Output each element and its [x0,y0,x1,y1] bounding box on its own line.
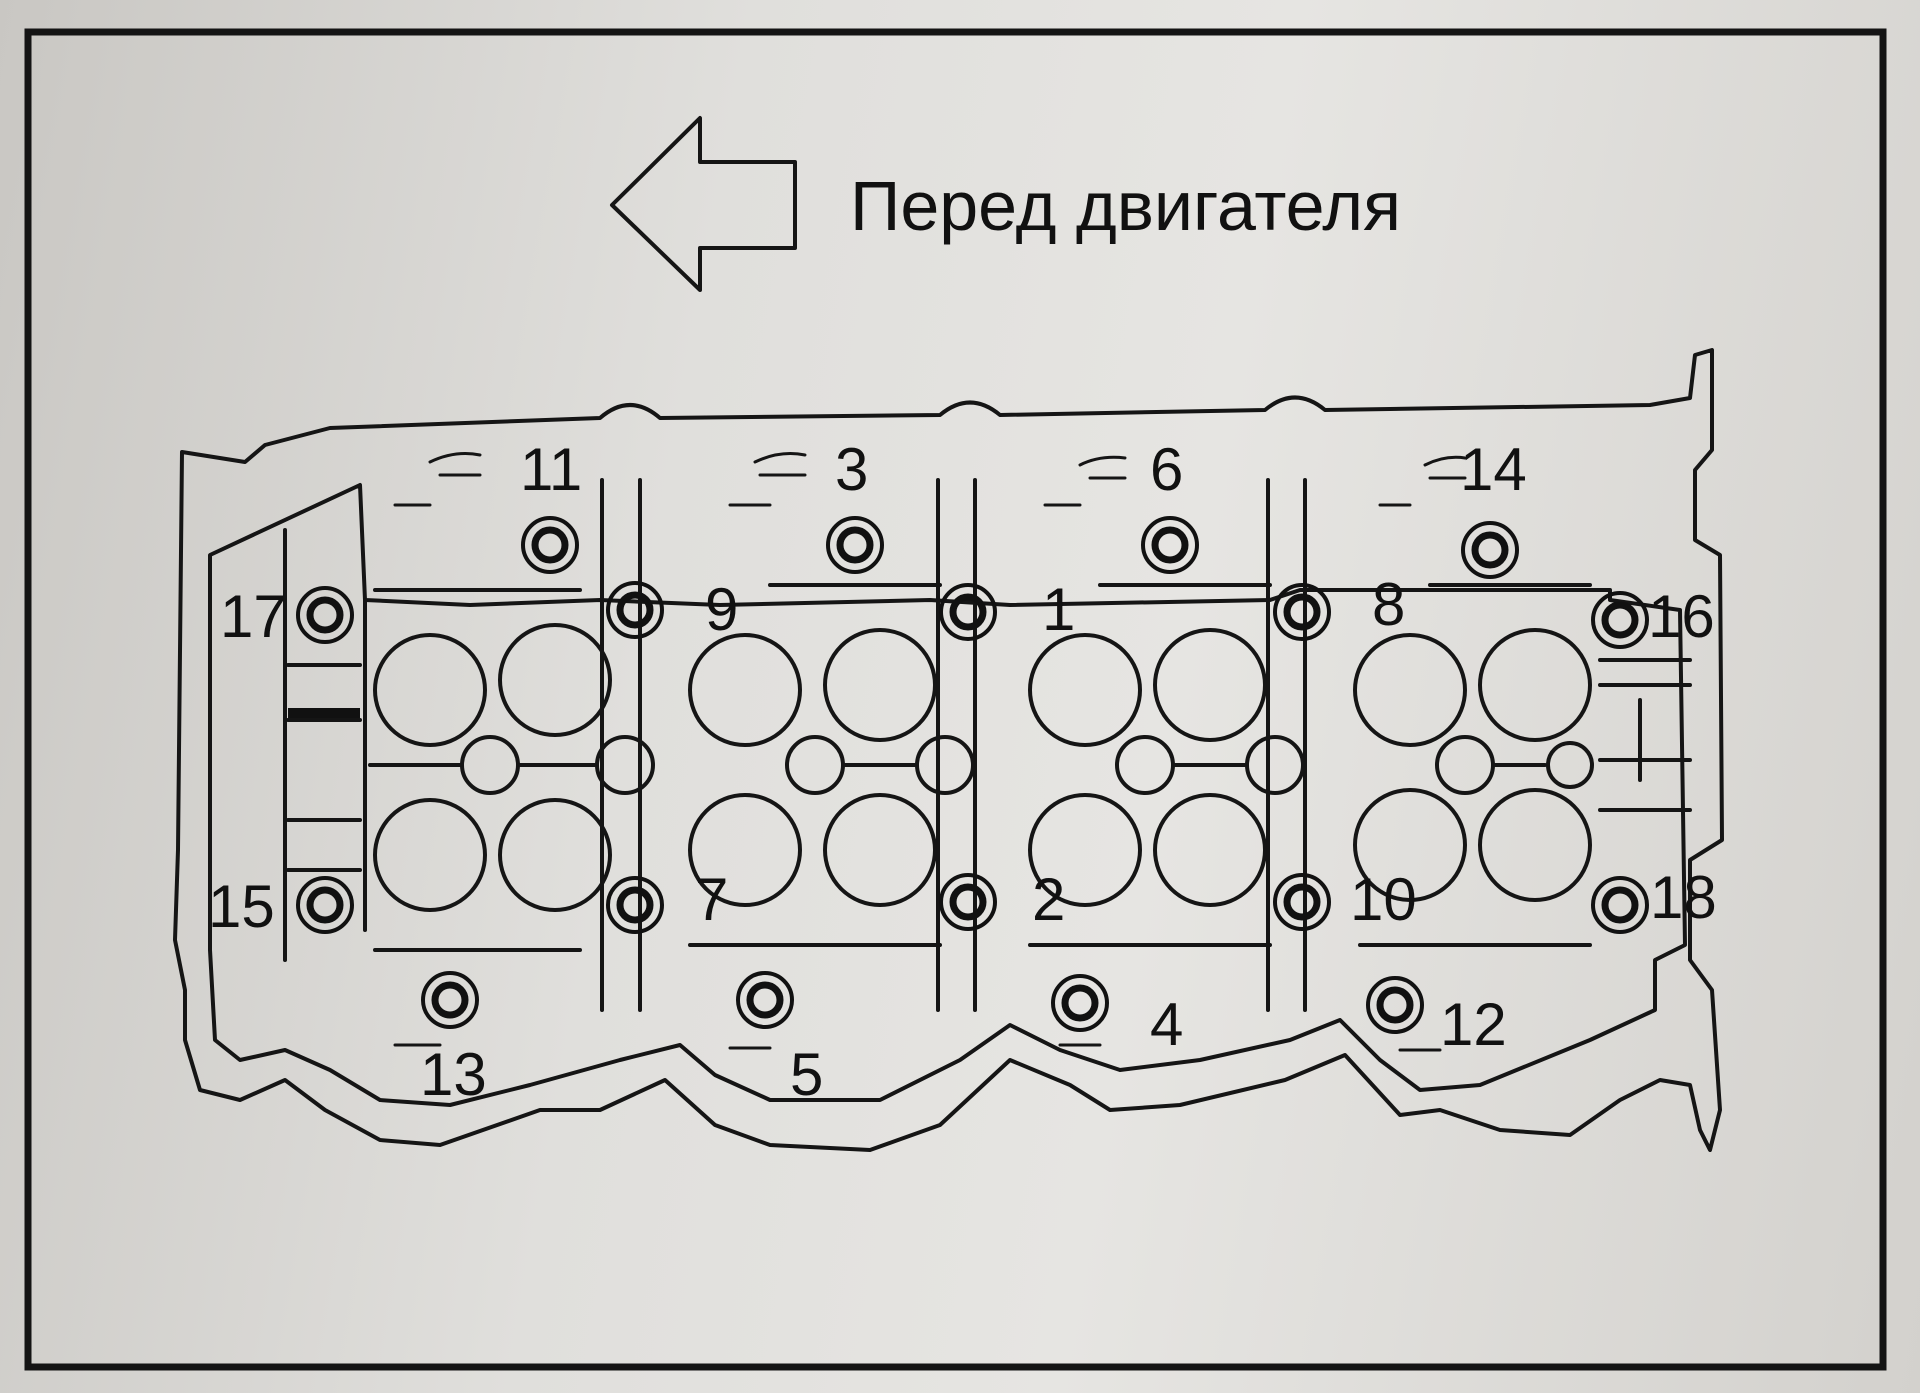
bolt-label-10: 10 [1350,866,1417,933]
bolt-label-15: 15 [208,873,275,940]
diagram-frame [24,28,1887,1371]
bolt-label-2: 2 [1032,866,1065,933]
bolt-label-16: 16 [1648,583,1715,650]
bolt-hole [1273,873,1331,931]
front-of-engine-label: Перед двигателя [850,167,1401,245]
valve-ports [368,623,1594,912]
left-arrow-icon [610,116,797,292]
bolt-hole [939,583,997,641]
bolt-hole [1591,591,1649,649]
bolt-label-17: 17 [220,583,287,650]
bolt-hole [939,873,997,931]
bolt-label-4: 4 [1150,991,1183,1058]
bolt-label-8: 8 [1372,571,1405,638]
bolt-hole [296,586,354,644]
bolt-label-9: 9 [705,576,738,643]
bolt-hole [736,971,794,1029]
bolt-hole [1461,521,1519,579]
bolt-label-13: 13 [420,1041,487,1108]
bolt-hole [296,876,354,934]
bolt-hole [421,971,479,1029]
bolt-hole [826,516,884,574]
bolt-label-18: 18 [1650,864,1717,931]
bolt-labels: 11 3 6 14 17 9 1 8 16 15 7 2 10 18 13 5 … [208,436,1717,1108]
bolt-label-7: 7 [695,866,728,933]
bolt-hole [1273,583,1331,641]
bolt-hole [521,516,579,574]
bolt-label-11: 11 [520,436,582,503]
bolt-hole [1051,974,1109,1032]
cylinder-head-outline [173,348,1724,1152]
bolt-hole [1366,976,1424,1034]
bolt-label-3: 3 [835,436,868,503]
bolt-hole [606,581,664,639]
bolt-label-1: 1 [1042,576,1075,643]
bolt-label-14: 14 [1460,436,1527,503]
bolt-label-5: 5 [790,1041,823,1108]
bolt-hole [606,876,664,934]
bolt-hole [1591,876,1649,934]
cam-journal-marks [393,452,1467,1052]
bolt-label-12: 12 [1440,991,1507,1058]
bolt-label-6: 6 [1150,436,1183,503]
bolt-hole [1141,516,1199,574]
bolt-holes [296,516,1649,1034]
